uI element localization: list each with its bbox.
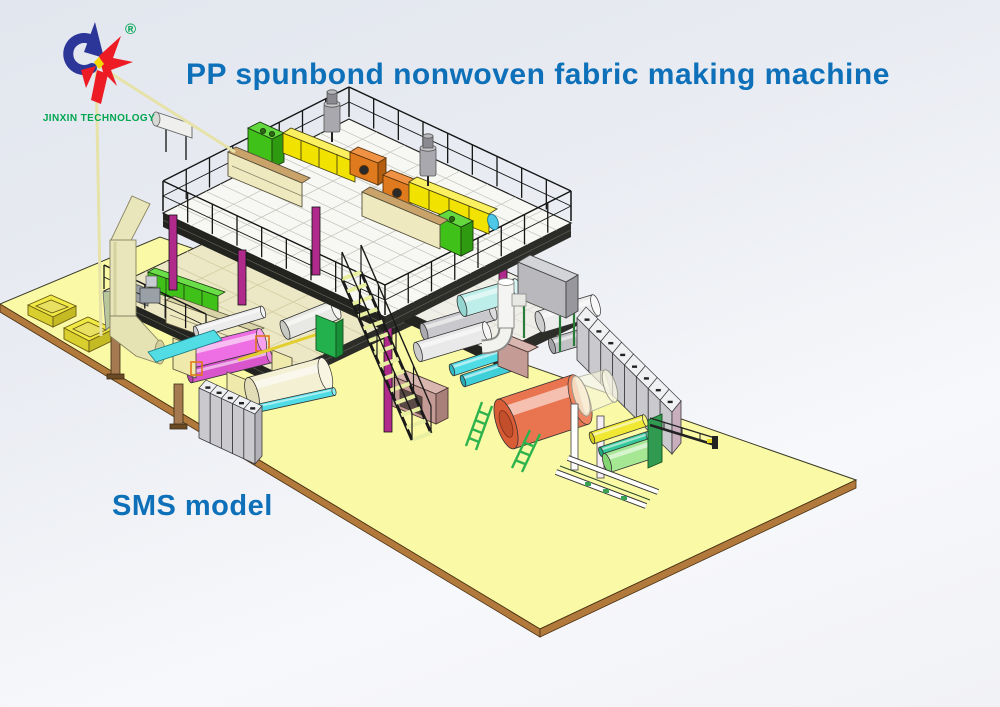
logo-leg (91, 70, 108, 104)
blower-pipe-white (481, 278, 527, 355)
top-deck-railing-se (384, 190, 572, 315)
electrical-cabinets-right (576, 306, 682, 456)
logo-star (99, 36, 133, 86)
hopper-loader-b (419, 133, 437, 186)
logo-mark: ® (63, 21, 136, 104)
suction-box (516, 254, 580, 352)
gearbox-a (349, 146, 387, 186)
hopper-loader-a (323, 89, 341, 142)
top-deck-railing-sw (162, 180, 386, 315)
support-leg-tan (106, 327, 188, 430)
logo: ® JINXIN TECHNOLOGY (24, 16, 174, 124)
extruder-a (282, 127, 364, 183)
registered-mark: ® (125, 21, 136, 38)
logo-diamond (94, 57, 104, 69)
spin-beam-b (361, 186, 449, 250)
spin-beam-a (227, 146, 311, 208)
support-column-magenta-front (168, 206, 321, 306)
process-pipe (102, 195, 166, 365)
slitter-roll-yellow (588, 414, 649, 445)
logo-company-name: JINXIN TECHNOLOGY (42, 113, 156, 124)
pallet-basket (26, 294, 78, 328)
slitter-roll-green (601, 437, 658, 474)
transfer-rail (649, 417, 718, 449)
page-title: PP spunbond nonwoven fabric making machi… (186, 58, 890, 91)
station2-roll-white (413, 321, 492, 363)
logo-wing (81, 66, 96, 88)
dosing-unit-a (246, 121, 286, 169)
slitter-frame (554, 413, 663, 509)
conveyor-belt-cyan (147, 329, 223, 363)
station1-godet-roll (192, 305, 267, 339)
staircase (340, 244, 433, 442)
model-label: SMS model (112, 490, 273, 522)
control-panel-green (315, 314, 344, 359)
logo-triangle (84, 22, 104, 58)
access-ladder (464, 401, 494, 451)
access-ladder-2 (510, 429, 542, 473)
dosing-unit-b (435, 209, 475, 257)
electrical-cabinets-left (198, 379, 263, 466)
fabric-roll-core (498, 410, 514, 438)
hopper-loader-stand (151, 111, 193, 160)
